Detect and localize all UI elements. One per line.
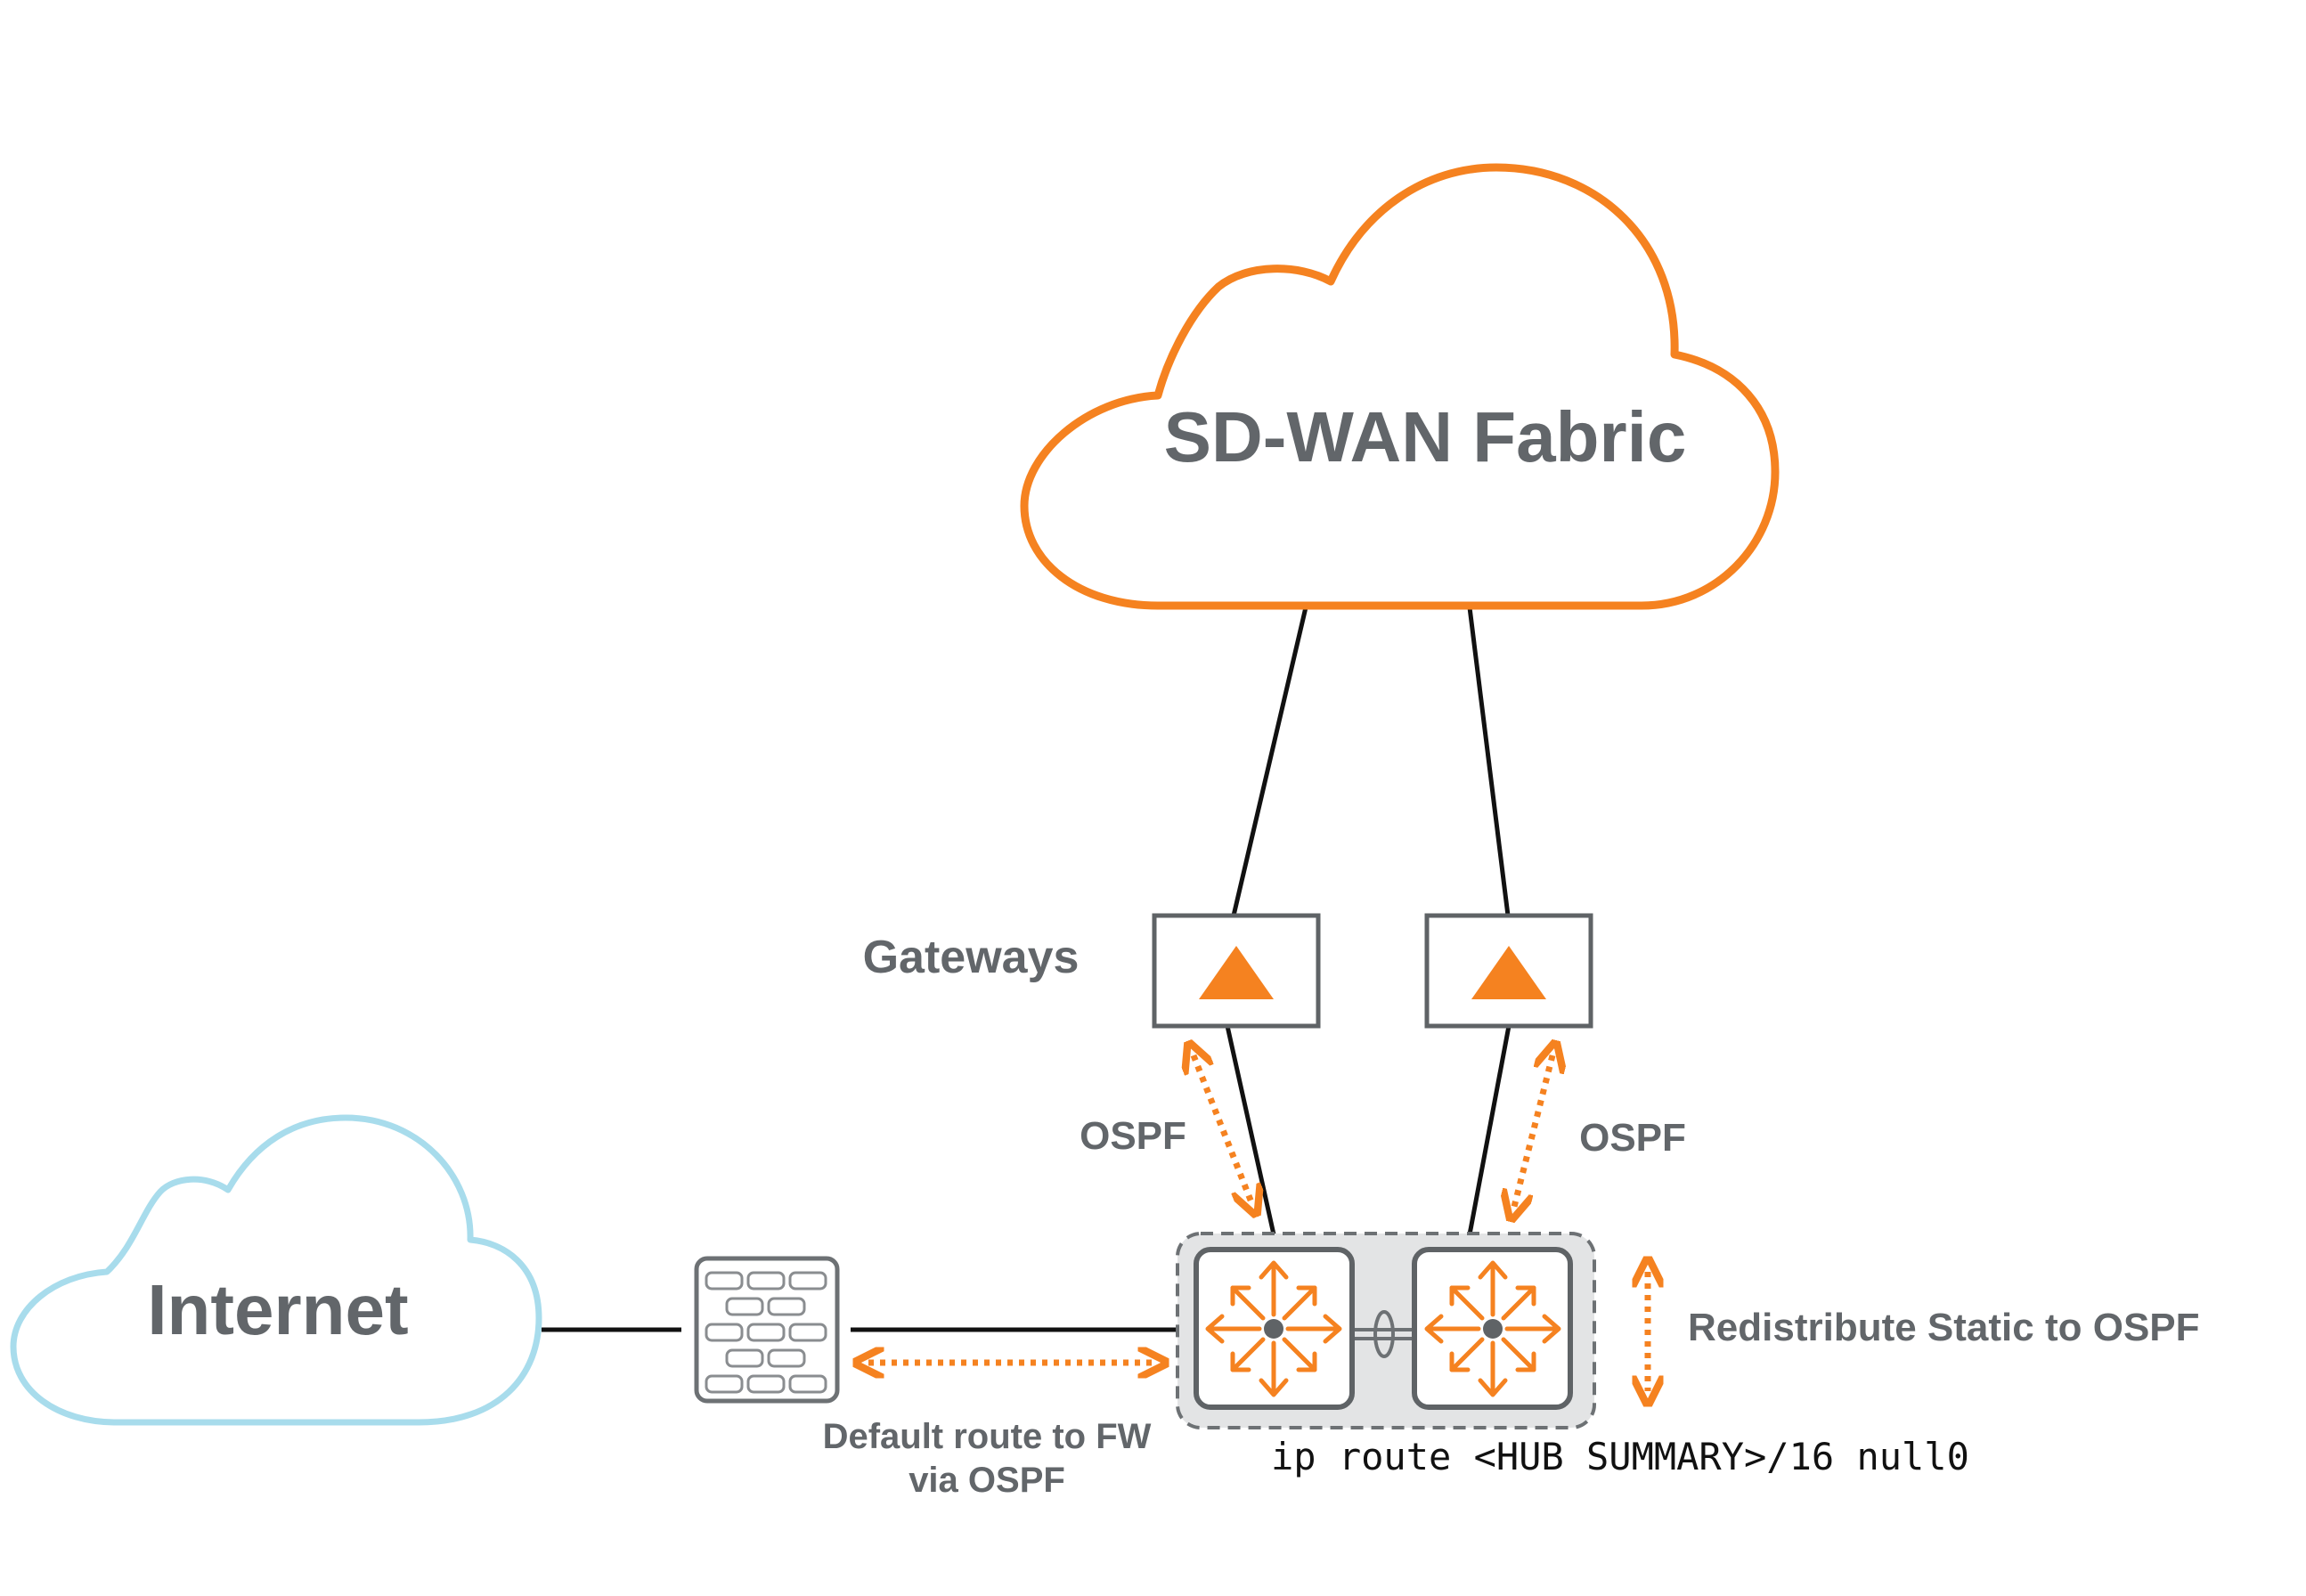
default-route-label-line2: via OSPF [909,1461,1065,1500]
gateway-right [1424,913,1593,1029]
ospf-arrow-left [1194,1055,1251,1202]
default-route-label-line1: Default route to FW [823,1417,1152,1456]
gateway-triangle-icon [1471,946,1546,999]
gateways-label: Gateways [863,932,1080,983]
lag-link-icon [1373,1310,1395,1358]
link-gateway-right-router [1467,1025,1512,1235]
sdwan-cloud-label: SD-WAN Fabric [1164,397,1687,476]
link-cloud-gateway-right [1467,607,1511,916]
internet-cloud-label: Internet [147,1270,408,1349]
firewall-brick-icon [694,1256,840,1404]
ospf-label-left: OSPF [1080,1114,1186,1158]
link-cloud-gateway-left [1231,607,1308,916]
router-right [1412,1247,1573,1410]
sdwan-cloud-icon [1020,163,1780,610]
redistribute-label: Redistribute Static to OSPF [1688,1306,2200,1349]
gateway-left [1152,913,1321,1029]
ospf-label-right: OSPF [1579,1116,1686,1160]
static-route-command: ip route <HUB SUMMARY>/16 null0 [1271,1435,1969,1478]
router-cluster [1176,1232,1596,1429]
ospf-arrow-right [1514,1055,1552,1207]
gateway-triangle-icon [1199,946,1274,999]
router-left [1194,1247,1355,1410]
internet-cloud-icon [10,1114,542,1426]
link-gateway-left-router [1225,1025,1276,1235]
